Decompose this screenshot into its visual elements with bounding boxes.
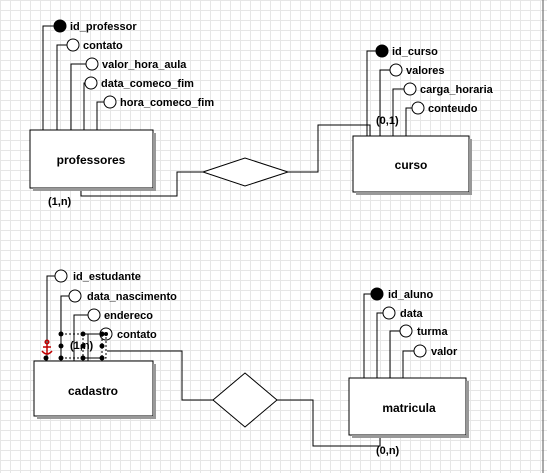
attr-conteudo[interactable]: conteudo [428,103,478,115]
entity-name: curso [395,158,428,172]
selection-handles[interactable] [43,331,107,361]
attr-valor[interactable]: valor [431,346,458,358]
attribute-marker [54,269,68,283]
curso-attributes: id_curso valores carga_horaria conteudo [375,44,494,115]
attribute-marker [66,38,80,52]
relationship-professores-curso[interactable] [201,157,290,187]
attribute-marker [84,76,98,90]
cardinality-cadastro: (1,n) [70,340,94,352]
attr-id-professor[interactable]: id_professor [70,21,137,33]
attribute-marker [399,324,413,338]
professores-attributes: id_professor contato valor_hora_aula dat… [53,19,214,109]
cardinality-professores: (1,n) [48,196,72,208]
attr-endereco[interactable]: endereco [104,310,153,322]
entity-name: matricula [382,401,436,415]
matricula-attributes: id_aluno data turma valor [370,287,458,358]
attr-data[interactable]: data [400,308,424,320]
attribute-marker [413,344,427,358]
attribute-marker [382,306,396,320]
entity-matricula[interactable]: matricula [348,377,469,438]
cardinality-curso: (0,1) [376,115,399,127]
attr-data-nascimento[interactable]: data_nascimento [87,291,177,303]
attr-id-aluno[interactable]: id_aluno [388,289,434,301]
key-attribute-marker [370,287,384,301]
attribute-marker [411,101,425,115]
key-attribute-marker [53,19,67,33]
anchor-icon [41,339,53,355]
entity-name: professores [57,153,126,167]
attribute-marker [403,82,417,96]
attr-id-estudante[interactable]: id_estudante [73,271,141,283]
attribute-marker [85,57,99,71]
relationship-cadastro-matricula[interactable] [212,372,278,428]
key-attribute-marker [375,44,389,58]
cardinality-matricula: (0,n) [376,445,400,457]
attr-valores[interactable]: valores [406,65,445,77]
attr-id-curso[interactable]: id_curso [392,46,438,58]
attr-carga-horaria[interactable]: carga_horaria [420,84,494,96]
entity-curso[interactable]: curso [352,135,472,195]
attribute-marker [103,95,117,109]
attribute-marker [389,63,403,77]
attr-data-comeco-fim[interactable]: data_comeco_fim [101,78,194,90]
attr-contato[interactable]: contato [83,40,123,52]
entity-name: cadastro [68,384,118,398]
attr-contato-cadastro[interactable]: contato [117,329,157,341]
entity-cadastro[interactable]: cadastro [33,360,156,419]
attr-hora-comeco-fim[interactable]: hora_comeco_fim [120,97,214,109]
attribute-marker [68,289,82,303]
attr-valor-hora-aula[interactable]: valor_hora_aula [102,59,187,71]
entity-professores[interactable]: professores [29,129,156,191]
attribute-marker [87,308,101,322]
attr-turma[interactable]: turma [417,326,448,338]
cadastro-attributes: id_estudante data_nascimento endereco co… [54,269,177,341]
